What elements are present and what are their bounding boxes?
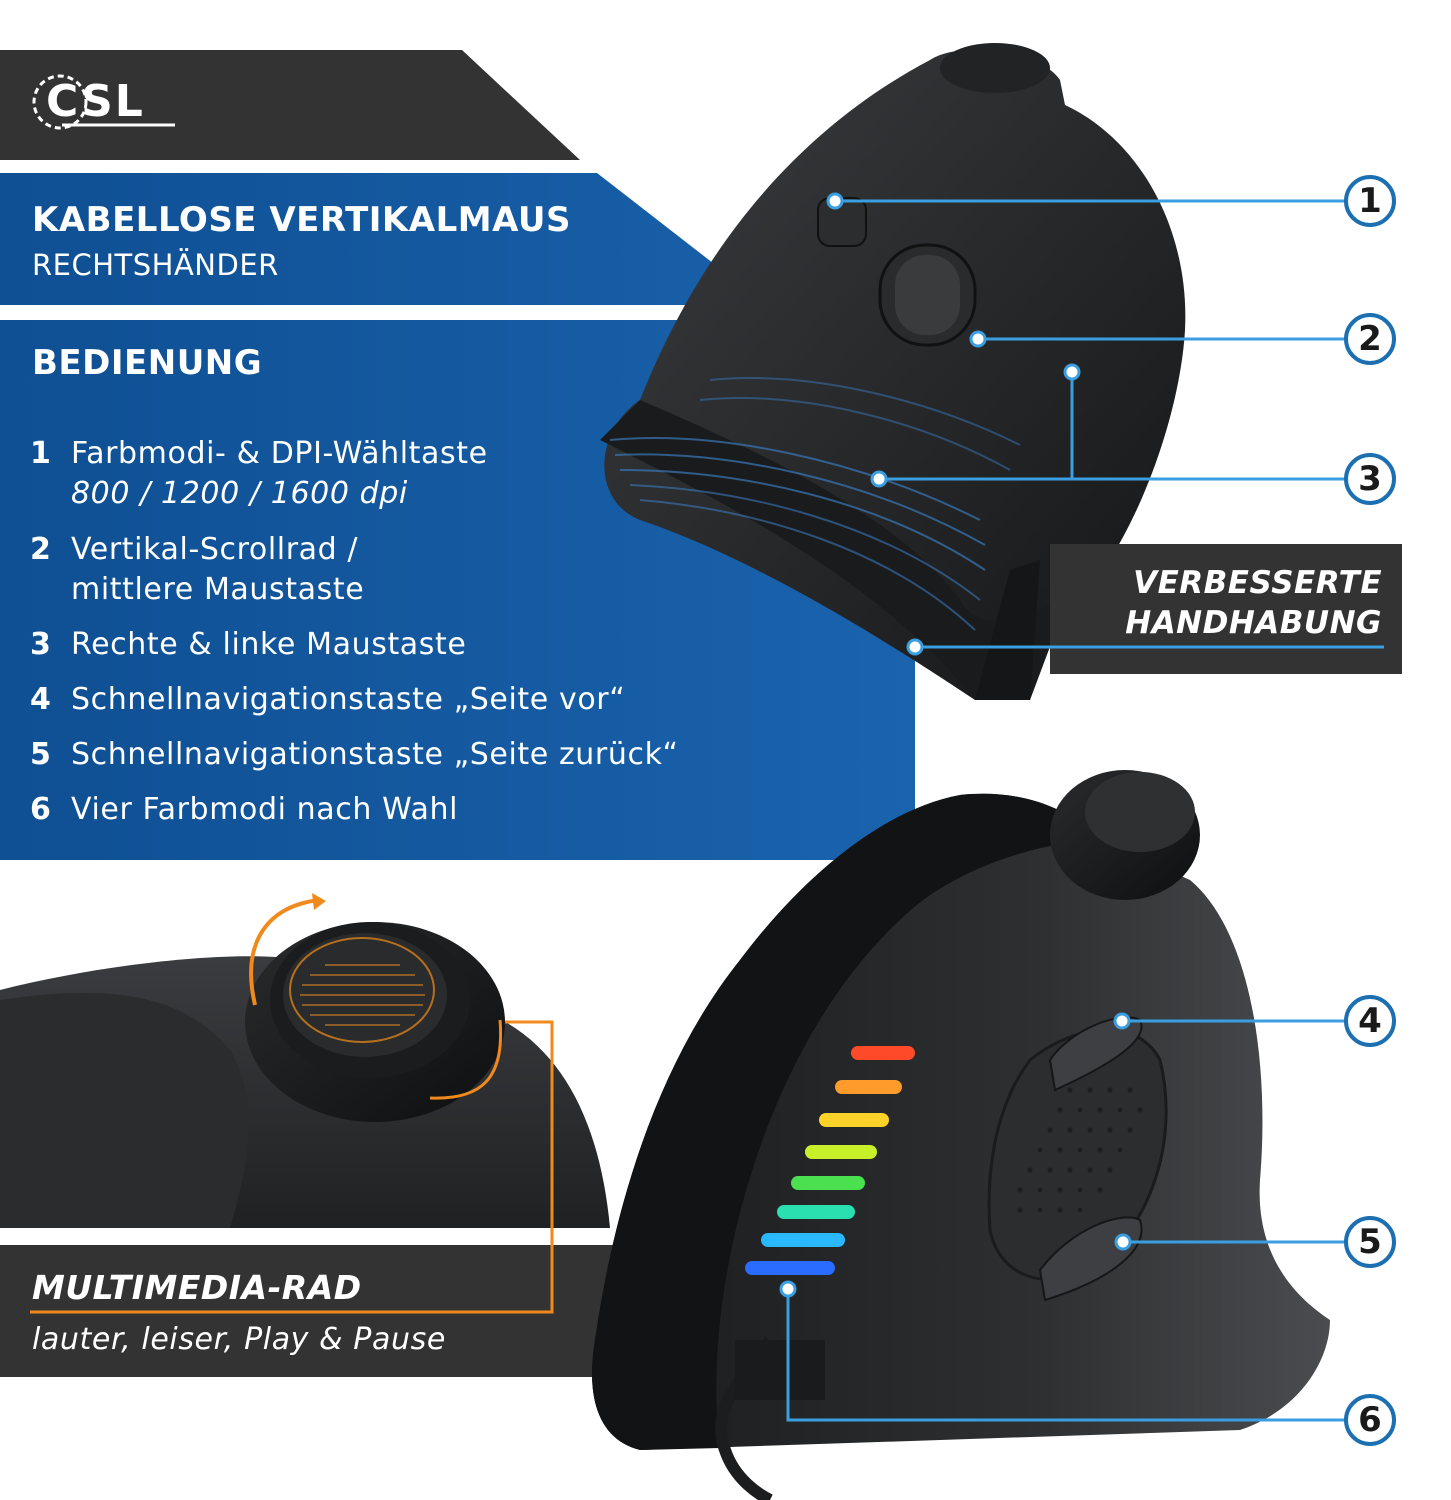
page-title: KABELLOSE VERTIKALMAUS <box>32 200 571 240</box>
feature-label: Vier Farbmodi nach Wahl <box>71 792 458 827</box>
handhabung-badge-line2: HANDHABUNG <box>1125 605 1382 641</box>
feature-label: Farbmodi- & DPI-Wähltaste <box>71 436 488 471</box>
brand-logo: CSL <box>46 76 145 127</box>
feature-label: Schnellnavigationstaste „Seite zurück“ <box>71 737 679 772</box>
feature-label: Schnellnavigationstaste „Seite vor“ <box>71 682 626 717</box>
multimedia-title: MULTIMEDIA-RAD <box>32 1268 362 1307</box>
feature-detail: 800 / 1200 / 1600 dpi <box>71 476 408 511</box>
feature-number: 4 <box>30 682 51 717</box>
callout-badge-2: 2 <box>1344 313 1396 365</box>
logo-band <box>0 50 580 160</box>
feature-number: 5 <box>30 737 51 772</box>
wheel-closeup <box>0 893 610 1228</box>
handhabung-badge-line1: VERBESSERTE <box>1133 565 1382 601</box>
callout-badge-6: 6 <box>1344 1394 1396 1446</box>
bottom-mouse <box>592 770 1330 1500</box>
callout-badge-1: 1 <box>1344 175 1396 227</box>
feature-number: 6 <box>30 792 51 827</box>
page-subtitle: RECHTSHÄNDER <box>32 248 279 282</box>
feature-number: 3 <box>30 627 51 662</box>
bottom-callout-lines <box>786 1019 1345 1422</box>
handhabung-badge-bg <box>1050 544 1402 674</box>
multimedia-subtitle: lauter, leiser, Play & Pause <box>32 1322 446 1357</box>
csl-logo-icon <box>32 74 175 130</box>
top-callout-dots <box>826 192 1081 488</box>
callout-badge-4: 4 <box>1344 995 1396 1047</box>
feature-detail: mittlere Maustaste <box>71 572 365 607</box>
callout-badge-3: 3 <box>1344 453 1396 505</box>
top-callout-lines <box>835 199 1345 481</box>
top-mouse <box>600 43 1186 700</box>
title-separator <box>0 305 700 320</box>
feature-number: 2 <box>30 532 51 567</box>
feature-number: 1 <box>30 436 51 471</box>
section-heading: BEDIENUNG <box>32 343 263 383</box>
feature-label: Rechte & linke Maustaste <box>71 627 467 662</box>
callout-badge-5: 5 <box>1344 1216 1396 1268</box>
feature-label: Vertikal-Scrollrad / <box>71 532 359 567</box>
bottom-callout-dots <box>779 1012 1132 1298</box>
